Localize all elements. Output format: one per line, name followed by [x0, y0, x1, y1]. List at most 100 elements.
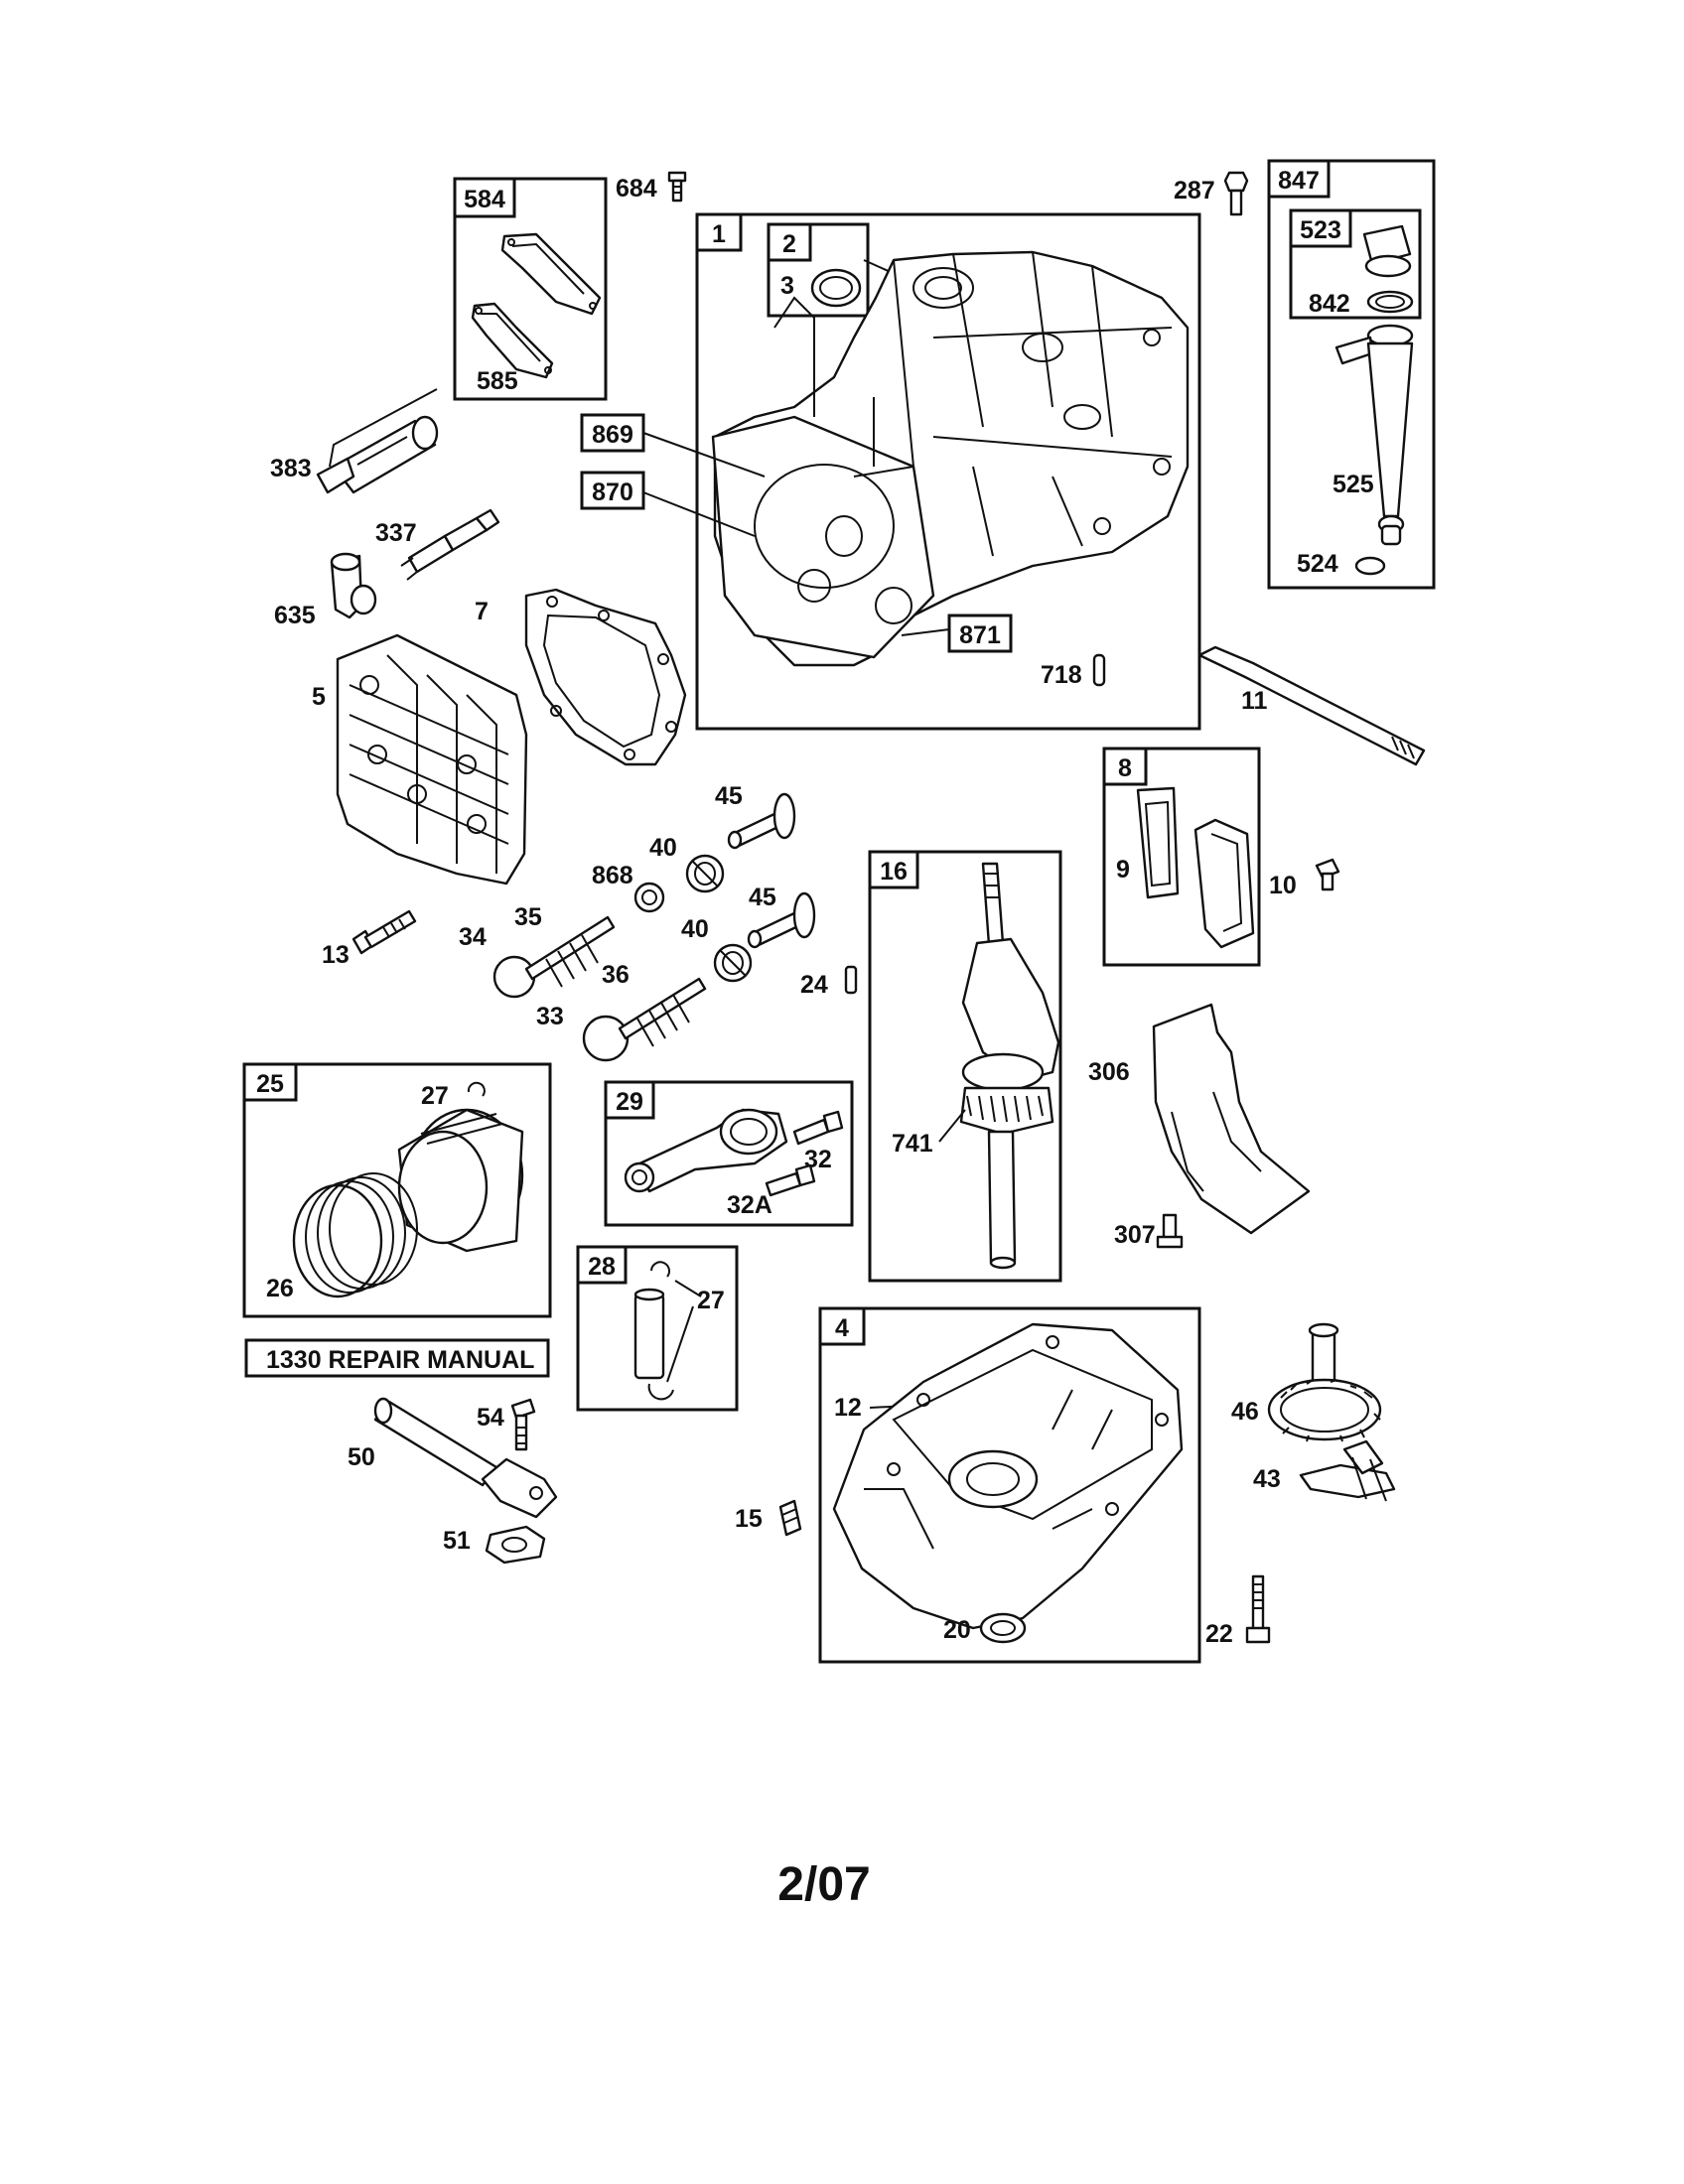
- label-584: 584: [464, 186, 505, 213]
- label-16: 16: [880, 858, 908, 886]
- camshaft-46: 46: [1231, 1322, 1382, 1442]
- seal-868: 868: [592, 862, 665, 913]
- label-40-lower: 40: [681, 915, 709, 943]
- rocker-cover-gasket-upper: [500, 232, 602, 316]
- bolt-32: [792, 1110, 844, 1146]
- label-36: 36: [602, 961, 630, 989]
- label-869: 869: [592, 421, 633, 449]
- label-5: 5: [312, 683, 326, 711]
- group-16-crankshaft: 16 741: [868, 850, 1062, 1283]
- cylinder-head-5: 5: [312, 633, 528, 886]
- sump-body: [832, 1322, 1184, 1630]
- cylinder-block-body: [711, 250, 1190, 667]
- label-12: 12: [834, 1394, 862, 1422]
- repair-manual: 1330 REPAIR MANUAL: [244, 1338, 550, 1378]
- connecting-rod: [624, 1108, 788, 1193]
- label-871: 871: [959, 621, 1001, 649]
- label-287: 287: [1174, 177, 1215, 205]
- part-383: 383: [270, 388, 439, 494]
- baffle-306: 306: [1088, 1003, 1311, 1235]
- label-1: 1: [712, 220, 726, 248]
- screw-287: 287: [1174, 171, 1249, 216]
- label-35: 35: [514, 903, 542, 931]
- label-15: 15: [735, 1505, 763, 1533]
- label-337: 337: [375, 519, 417, 547]
- crankshaft: [959, 862, 1060, 1270]
- boot-635: 635: [274, 552, 377, 629]
- label-22: 22: [1205, 1620, 1233, 1648]
- label-24: 24: [800, 971, 828, 999]
- guide-40-lower: 40: [681, 915, 753, 983]
- label-524: 524: [1297, 550, 1338, 578]
- label-33: 33: [536, 1003, 564, 1030]
- group-4-sump: 4 12 20: [818, 1306, 1201, 1664]
- label-8: 8: [1118, 754, 1132, 782]
- group-8: 8 9: [1102, 747, 1261, 967]
- gasket-51: 51: [443, 1525, 546, 1565]
- label-28: 28: [588, 1253, 616, 1281]
- label-635: 635: [274, 602, 316, 629]
- piston: [397, 1108, 524, 1253]
- label-34: 34: [459, 923, 487, 951]
- spark-plug-337: 337: [375, 508, 500, 581]
- group-1-cylinder-block: 1 2 3 869: [580, 212, 1201, 731]
- valve-spring-35: 35 34: [459, 903, 616, 999]
- rocker-cover-gasket-lower: [471, 302, 554, 379]
- label-46: 46: [1231, 1398, 1259, 1426]
- rod-11: 11: [1197, 645, 1426, 766]
- label-868: 868: [592, 862, 633, 889]
- label-585: 585: [477, 367, 518, 395]
- guide-40-upper: 40: [649, 834, 725, 893]
- screw-684: 684: [616, 171, 687, 203]
- label-51: 51: [443, 1527, 471, 1555]
- label-306: 306: [1088, 1058, 1130, 1086]
- date-code: 2/07: [777, 1858, 870, 1911]
- label-2: 2: [782, 230, 796, 258]
- label-27-piston: 27: [421, 1082, 449, 1110]
- screw-307: 307: [1114, 1213, 1184, 1249]
- part-43: 43: [1253, 1439, 1396, 1502]
- label-27-pin: 27: [697, 1287, 725, 1314]
- label-847: 847: [1278, 167, 1320, 195]
- label-13: 13: [322, 941, 350, 969]
- label-29: 29: [616, 1088, 643, 1116]
- group-25-piston: 25 27 26: [242, 1062, 552, 1318]
- pin-24: 24: [800, 965, 858, 999]
- bolt-13: 13: [322, 909, 417, 969]
- label-307: 307: [1114, 1221, 1156, 1249]
- repair-manual-label: 1330 REPAIR MANUAL: [266, 1346, 534, 1374]
- screw-10: 10: [1269, 858, 1340, 899]
- label-870: 870: [592, 478, 633, 506]
- bolt-22: 22: [1205, 1574, 1271, 1648]
- label-3: 3: [780, 272, 794, 300]
- label-45-lower: 45: [749, 884, 776, 911]
- bolt-32a: [765, 1163, 816, 1197]
- label-523: 523: [1300, 216, 1341, 244]
- piston-rings: [292, 1172, 418, 1298]
- label-45-upper: 45: [715, 782, 743, 810]
- label-684: 684: [616, 175, 657, 203]
- label-25: 25: [256, 1070, 284, 1098]
- label-741: 741: [892, 1130, 933, 1158]
- label-54: 54: [477, 1404, 504, 1432]
- label-4: 4: [835, 1314, 849, 1342]
- label-10: 10: [1269, 872, 1297, 899]
- screw-54: 54: [477, 1398, 536, 1451]
- label-11: 11: [1241, 687, 1268, 715]
- label-842: 842: [1309, 290, 1350, 318]
- label-383: 383: [270, 455, 312, 482]
- label-7: 7: [475, 598, 489, 625]
- label-26: 26: [266, 1275, 294, 1302]
- dipstick-cap: [1362, 224, 1412, 278]
- label-718: 718: [1041, 661, 1082, 689]
- breather-tube-50: 50: [348, 1397, 558, 1519]
- label-9: 9: [1116, 856, 1130, 884]
- label-20: 20: [943, 1616, 971, 1644]
- group-584: 584 585: [453, 177, 608, 401]
- plug-15: 15: [735, 1499, 802, 1537]
- valve-spring-36: 36 33: [536, 961, 707, 1062]
- label-50: 50: [348, 1443, 375, 1471]
- group-28-wrist-pin: 28 27: [576, 1245, 739, 1412]
- group-847-dipstick: 847 523 842 525 524: [1267, 159, 1436, 590]
